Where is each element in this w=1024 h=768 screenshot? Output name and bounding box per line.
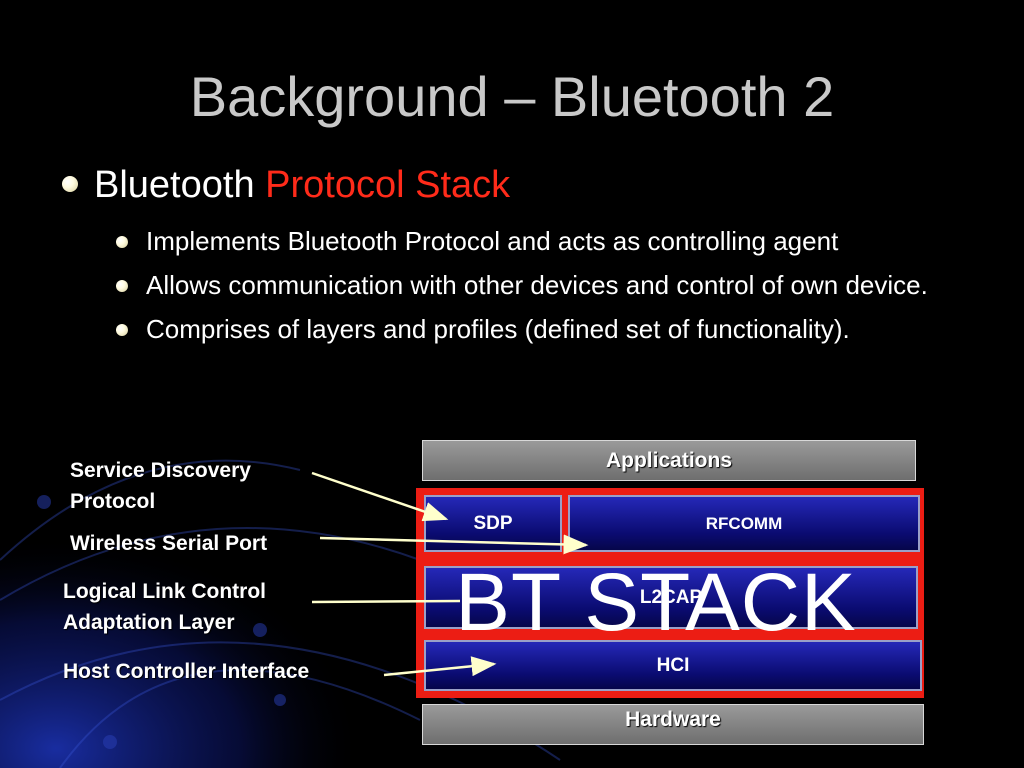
callout-rfcomm: Wireless Serial Port bbox=[70, 532, 268, 555]
bt-stack-overlay: BT STACK bbox=[455, 557, 857, 648]
callout-hci: Host Controller Interface bbox=[63, 660, 310, 683]
sub-bullet-item: Comprises of layers and profiles (define… bbox=[112, 312, 1002, 347]
arrow-sdp bbox=[311, 471, 449, 522]
callout-sdp: Service Discovery Protocol bbox=[70, 459, 251, 513]
arrow-rfcomm bbox=[319, 534, 589, 555]
main-bullet-accent: Protocol Stack bbox=[265, 164, 511, 206]
callout-l2cap: Logical Link Control Adaptation Layer bbox=[63, 580, 266, 634]
slide-title: Background – Bluetooth 2 bbox=[189, 65, 835, 128]
layer-l2cap: L2CAP bbox=[424, 566, 918, 629]
layer-hardware: Hardware bbox=[422, 704, 924, 745]
layer-hci: HCI bbox=[424, 640, 922, 691]
sub-bullet-text: Implements Bluetooth Protocol and acts a… bbox=[146, 226, 839, 256]
main-bullet-text: Bluetooth bbox=[94, 164, 255, 206]
sub-bullet-item: Allows communication with other devices … bbox=[112, 268, 1002, 303]
sub-bullet-text: Allows communication with other devices … bbox=[146, 270, 928, 300]
bullet-dot-icon bbox=[62, 176, 78, 192]
bullet-dot-icon bbox=[116, 236, 128, 248]
bullet-dot-icon bbox=[116, 280, 128, 292]
layer-applications: Applications bbox=[422, 440, 916, 481]
sub-bullet-list: Implements Bluetooth Protocol and acts a… bbox=[112, 224, 1002, 356]
main-bullet: Bluetooth Protocol Stack bbox=[62, 164, 510, 207]
arrow-hci bbox=[383, 656, 497, 677]
line-l2cap bbox=[311, 599, 461, 604]
sub-bullet-text: Comprises of layers and profiles (define… bbox=[146, 314, 850, 344]
bullet-dot-icon bbox=[116, 324, 128, 336]
sub-bullet-item: Implements Bluetooth Protocol and acts a… bbox=[112, 224, 1002, 259]
layer-rfcomm: RFCOMM bbox=[568, 495, 920, 552]
